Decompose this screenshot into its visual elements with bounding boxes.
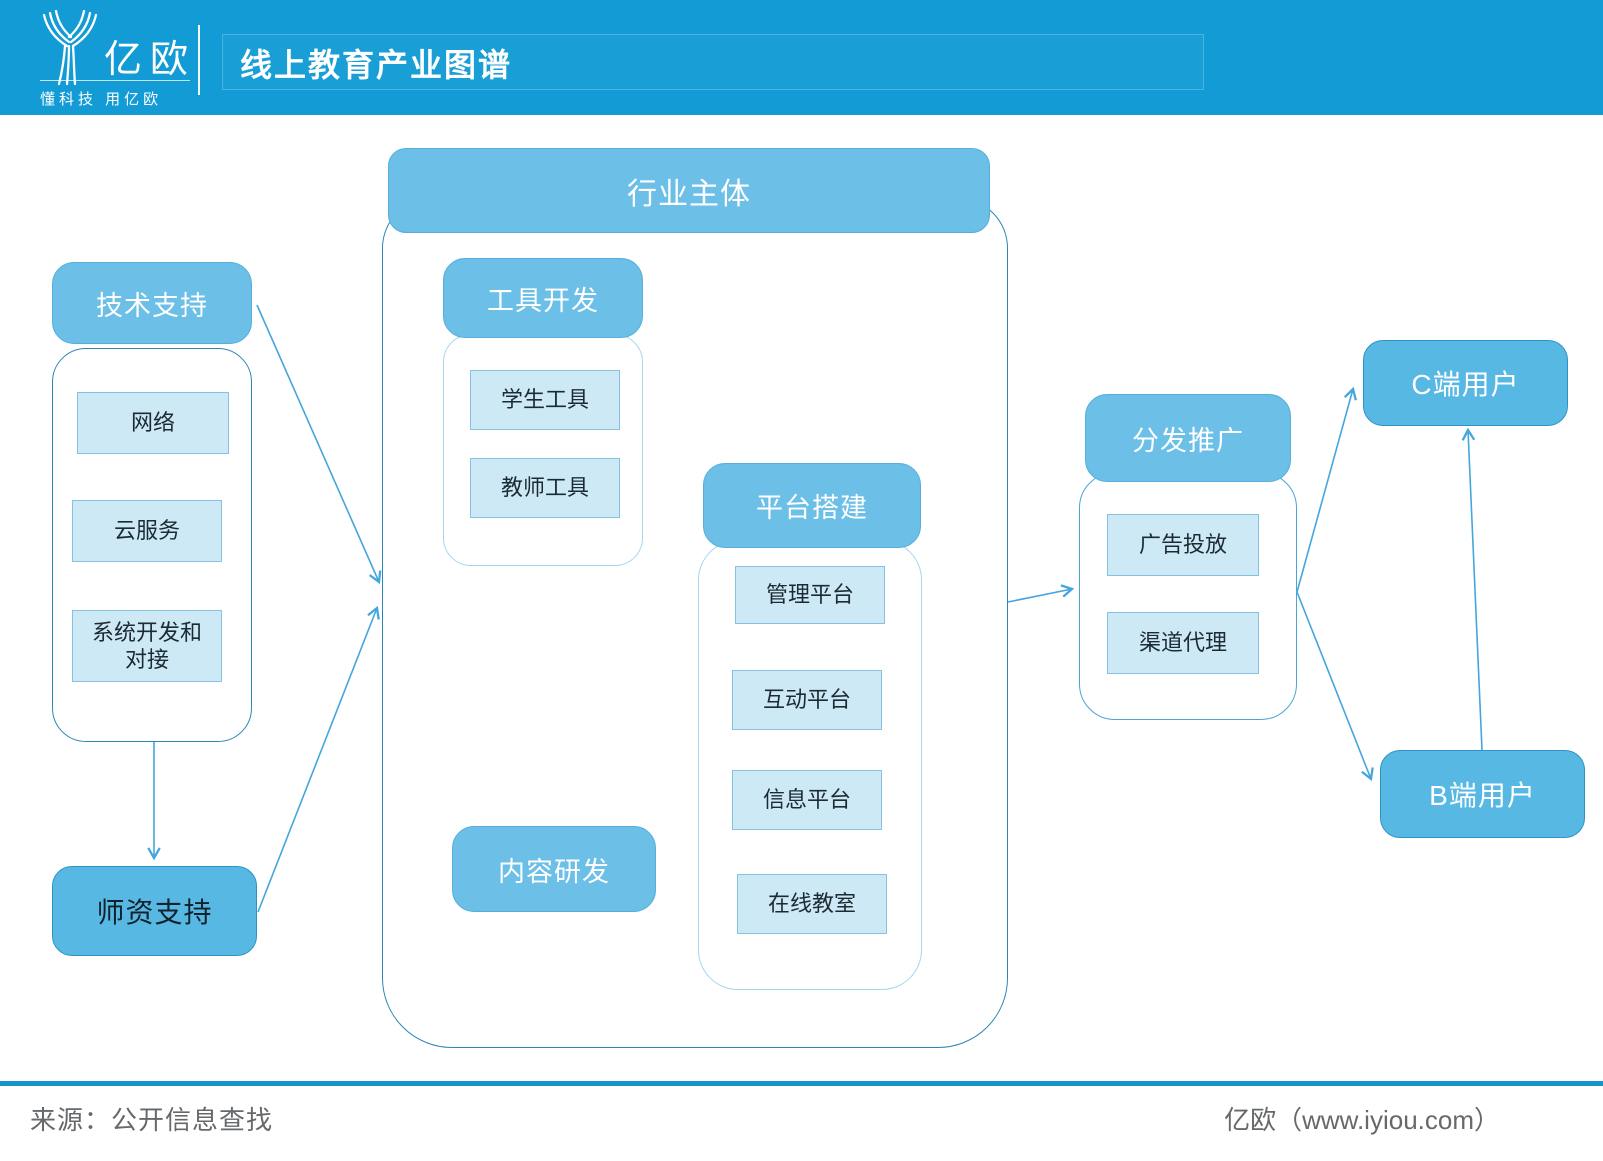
industry-body-label: 行业主体 <box>627 177 751 211</box>
distribution-item-channel: 渠道代理 <box>1107 612 1259 674</box>
tech-support-label: 技术支持 <box>96 290 208 321</box>
tool-item-student: 学生工具 <box>470 370 620 430</box>
page-title: 线上教育产业图谱 <box>240 47 513 83</box>
platform-item-interactive: 互动平台 <box>732 670 882 730</box>
tech-item-network: 网络 <box>77 392 229 454</box>
tech-support-header: 技术支持 <box>52 262 252 344</box>
tech-item-sysdev: 系统开发和对接 <box>72 610 222 682</box>
topbar: 亿欧 懂科技 用亿欧 线上教育产业图谱 <box>0 0 1603 115</box>
teacher-support-node: 师资支持 <box>52 866 257 956</box>
c-users-node: C端用户 <box>1363 340 1568 426</box>
distribution-header: 分发推广 <box>1085 394 1291 482</box>
logo-divider-line <box>40 80 190 81</box>
logo-wordmark: 亿欧 <box>104 39 197 81</box>
platform-item-information: 信息平台 <box>732 770 882 830</box>
platform-header: 平台搭建 <box>703 463 921 548</box>
distribution-item-ads: 广告投放 <box>1107 514 1259 576</box>
distribution-container <box>1079 472 1297 720</box>
footer-credit: 亿欧（www.iyiou.com） <box>1224 1105 1500 1135</box>
b-users-label: B端用户 <box>1429 780 1536 811</box>
b-users-node: B端用户 <box>1380 750 1585 838</box>
tech-item-cloud: 云服务 <box>72 500 222 562</box>
logo-tagline: 懂科技 用亿欧 <box>40 91 163 108</box>
tool-dev-container <box>443 334 643 566</box>
title-band <box>222 34 1204 90</box>
topbar-divider <box>198 25 200 95</box>
platform-label: 平台搭建 <box>756 493 868 523</box>
content-rd-label: 内容研发 <box>498 856 610 887</box>
industry-body-header: 行业主体 <box>388 148 990 233</box>
teacher-support-label: 师资支持 <box>96 897 213 928</box>
distribution-label: 分发推广 <box>1132 425 1244 456</box>
content-rd-node: 内容研发 <box>452 826 656 912</box>
c-users-label: C端用户 <box>1411 369 1520 400</box>
platform-item-classroom: 在线教室 <box>737 874 887 934</box>
platform-item-management: 管理平台 <box>735 566 885 624</box>
tool-dev-header: 工具开发 <box>443 258 643 338</box>
tool-item-teacher: 教师工具 <box>470 458 620 518</box>
footer-source: 来源：公开信息查找 <box>30 1105 274 1135</box>
tool-dev-label: 工具开发 <box>487 285 599 316</box>
iyiou-logo-icon <box>42 10 98 86</box>
footer-rule <box>0 1081 1603 1086</box>
